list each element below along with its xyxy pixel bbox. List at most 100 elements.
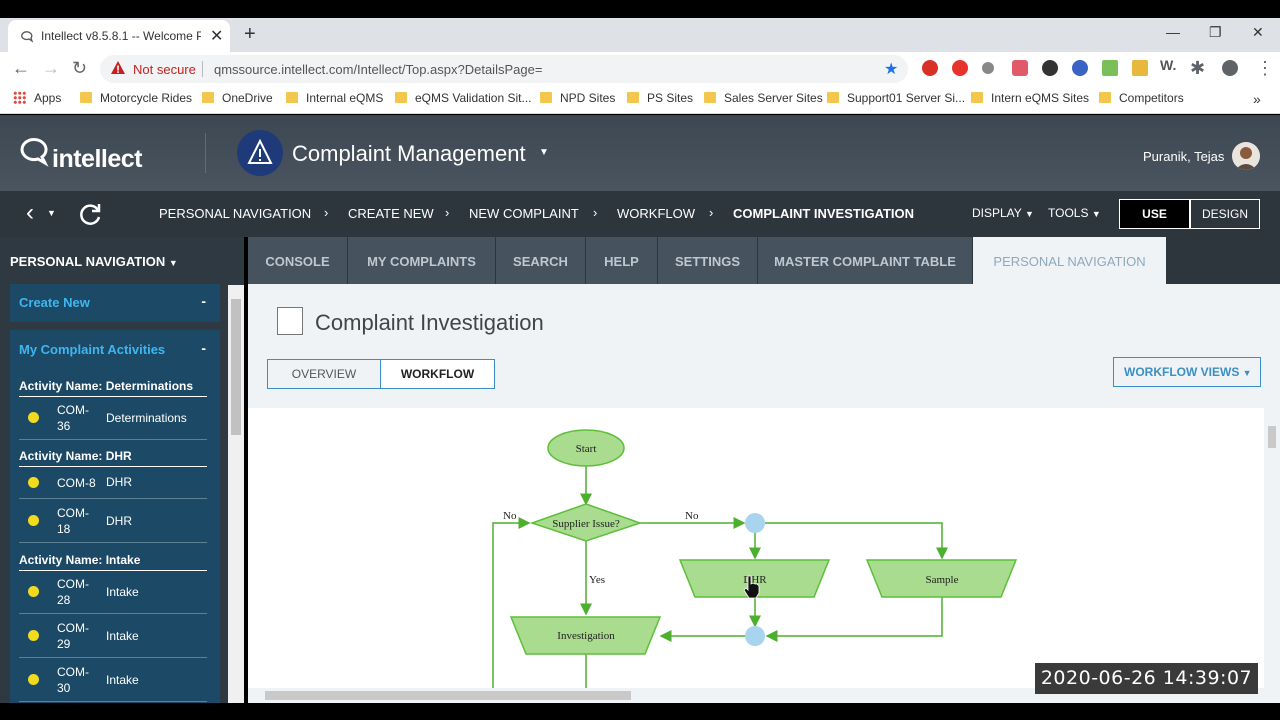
caret-down-icon[interactable]: ▼ — [539, 147, 549, 158]
profile-icon[interactable] — [1222, 60, 1238, 76]
warning-module-icon — [237, 130, 283, 176]
sidebar-my-activities[interactable]: My Complaint Activities - — [10, 330, 220, 371]
list-item[interactable]: COM-18 DHR — [19, 499, 207, 543]
opera-icon[interactable] — [952, 60, 968, 76]
new-tab-icon[interactable]: + — [244, 23, 256, 45]
adblock-icon[interactable] — [922, 60, 938, 76]
bookmark-item[interactable]: Internal eQMS — [286, 91, 383, 105]
bookmark-label: NPD Sites — [560, 91, 616, 105]
display-menu[interactable]: DISPLAY ▼ — [972, 206, 1034, 220]
list-item[interactable]: COM-29 Intake — [19, 614, 207, 658]
list-item[interactable]: COM-30 Intake — [19, 658, 207, 702]
activity-code: COM-8 — [57, 476, 96, 490]
tab-close-icon[interactable]: ✕ — [210, 28, 224, 45]
breadcrumb-item[interactable]: WORKFLOW — [617, 206, 695, 221]
sidebar-scrollbar[interactable] — [228, 285, 244, 703]
logo-text[interactable]: intellect — [52, 145, 142, 173]
start-node[interactable] — [547, 429, 625, 467]
sample-node[interactable] — [865, 559, 1018, 598]
collapse-icon[interactable]: - — [201, 340, 206, 356]
scrollbar-thumb[interactable] — [1268, 426, 1276, 448]
intellect-logo-icon — [20, 138, 49, 167]
minimize-icon[interactable]: — — [1166, 24, 1180, 40]
tab-settings[interactable]: SETTINGS — [658, 237, 758, 284]
module-title[interactable]: Complaint Management — [292, 141, 526, 166]
refresh-icon[interactable] — [76, 200, 104, 228]
canvas-vertical-scrollbar[interactable] — [1264, 408, 1280, 688]
extensions-puzzle-icon[interactable]: ✱ — [1190, 58, 1206, 78]
sidebar-title[interactable]: PERSONAL NAVIGATION ▼ — [10, 254, 178, 269]
bookmark-item[interactable]: NPD Sites — [540, 91, 615, 105]
omnibox[interactable]: Not secure qmssource.intellect.com/Intel… — [100, 55, 908, 83]
forward-icon[interactable]: → — [42, 58, 60, 78]
investigation-node[interactable] — [509, 616, 662, 655]
extension-icon[interactable] — [982, 62, 994, 74]
bookmark-label: Motorcycle Rides — [100, 91, 193, 105]
tab-my-complaints[interactable]: MY COMPLAINTS — [348, 237, 496, 284]
list-item[interactable]: COM-28 Intake — [19, 570, 207, 614]
bookmark-item[interactable]: Support01 Server Si... — [827, 91, 965, 105]
caret-down-icon[interactable]: ▼ — [47, 208, 56, 218]
wikipedia-icon[interactable]: W. — [1160, 57, 1177, 73]
url-text[interactable]: qmssource.intellect.com/Intellect/Top.as… — [214, 62, 543, 77]
more-bookmarks-icon[interactable]: » — [1253, 91, 1261, 107]
junction-node[interactable] — [745, 513, 765, 533]
breadcrumb-item[interactable]: PERSONAL NAVIGATION — [159, 206, 312, 221]
tab-search[interactable]: SEARCH — [496, 237, 586, 284]
avatar[interactable] — [1232, 142, 1260, 170]
bookmark-item[interactable]: Sales Server Sites — [704, 91, 823, 105]
bookmark-item[interactable]: Intern eQMS Sites — [971, 91, 1089, 105]
select-checkbox[interactable] — [277, 307, 303, 335]
bookmark-item[interactable]: OneDrive — [202, 91, 273, 105]
omnibox-divider — [202, 61, 203, 77]
list-item[interactable]: COM-36 Determinations — [19, 396, 207, 440]
chevron-left-icon[interactable]: ‹ — [26, 199, 34, 226]
bookmark-apps[interactable]: Apps — [13, 91, 61, 105]
bookmarks-bar: Apps Motorcycle Rides OneDrive Internal … — [0, 84, 1280, 114]
bookmark-item[interactable]: Motorcycle Rides — [80, 91, 192, 105]
activity-name: Intake — [106, 629, 139, 643]
tab-personal-navigation[interactable]: PERSONAL NAVIGATION — [973, 237, 1167, 284]
use-button[interactable]: USE — [1119, 199, 1190, 229]
workflow-button[interactable]: WORKFLOW — [380, 359, 495, 389]
browser-tab[interactable]: Intellect v8.5.8.1 -- Welcome Puranik ✕ — [8, 20, 230, 52]
dhr-node[interactable] — [678, 559, 831, 598]
bookmark-star-icon[interactable]: ★ — [884, 61, 899, 78]
scrollbar-thumb[interactable] — [265, 691, 631, 700]
status-dot-icon — [28, 477, 39, 488]
reload-icon[interactable]: ↻ — [72, 58, 88, 78]
canvas-horizontal-scrollbar[interactable] — [248, 688, 1264, 703]
tab-console[interactable]: CONSOLE — [248, 237, 348, 284]
breadcrumb-separator: › — [445, 205, 450, 220]
restore-icon[interactable]: ❐ — [1209, 24, 1222, 40]
tab-help[interactable]: HELP — [586, 237, 658, 284]
extension-ring-icon[interactable] — [1042, 60, 1058, 76]
bottom-bar — [0, 703, 1280, 720]
menu-dots-icon[interactable]: ⋮ — [1256, 58, 1274, 78]
bookmark-item[interactable]: PS Sites — [627, 91, 693, 105]
extension-yellow-icon[interactable] — [1132, 60, 1148, 76]
extension-globe-icon[interactable] — [1072, 60, 1088, 76]
decision-node[interactable] — [529, 503, 643, 542]
list-item[interactable]: COM-8 DHR — [19, 466, 207, 499]
bookmark-item[interactable]: Competitors — [1099, 91, 1184, 105]
sidebar-create-new[interactable]: Create New - — [10, 284, 220, 322]
scrollbar-thumb[interactable] — [231, 299, 241, 435]
tab-master-complaint-table[interactable]: MASTER COMPLAINT TABLE — [758, 237, 973, 284]
breadcrumb-item[interactable]: CREATE NEW — [348, 206, 434, 221]
breadcrumb-item[interactable]: NEW COMPLAINT — [469, 206, 579, 221]
shield-icon[interactable] — [1012, 60, 1028, 76]
back-icon[interactable]: ← — [12, 58, 30, 78]
overview-button[interactable]: OVERVIEW — [267, 359, 381, 389]
workflow-views-button[interactable]: WORKFLOW VIEWS ▼ — [1113, 357, 1261, 387]
tools-menu[interactable]: TOOLS ▼ — [1048, 206, 1101, 220]
user-name[interactable]: Puranik, Tejas — [1143, 149, 1225, 164]
bookmark-item[interactable]: eQMS Validation Sit... — [395, 91, 532, 105]
extension-green-icon[interactable] — [1102, 60, 1118, 76]
collapse-icon[interactable]: - — [201, 293, 206, 309]
junction-node[interactable] — [745, 626, 765, 646]
status-dot-icon — [28, 412, 39, 423]
design-button[interactable]: DESIGN — [1190, 199, 1260, 229]
close-window-icon[interactable]: ✕ — [1252, 24, 1264, 40]
bookmark-label: eQMS Validation Sit... — [415, 91, 532, 105]
